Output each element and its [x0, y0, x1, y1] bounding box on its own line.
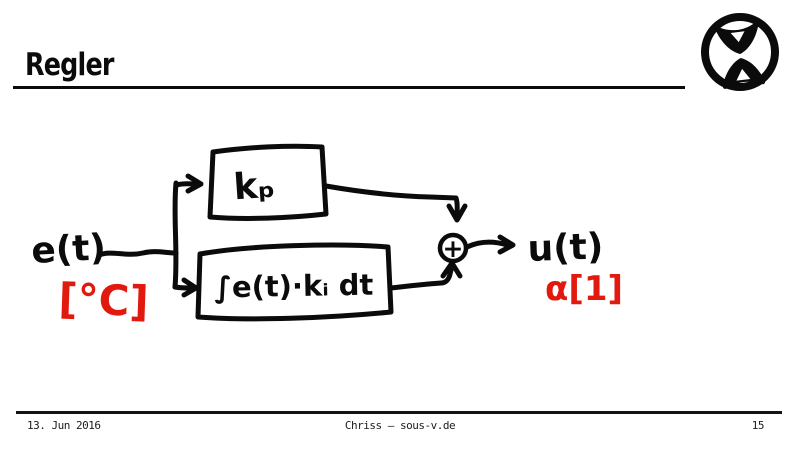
summing-junction-plus: +: [443, 234, 464, 263]
input-signal-label: e(t): [30, 227, 107, 272]
footer-divider: [16, 411, 782, 414]
integral-block-label: ∫e(t)·kᵢ dt: [214, 268, 374, 305]
hourglass-logo-icon: [701, 13, 779, 91]
input-unit-label: [°C]: [58, 274, 150, 326]
footer-page-number: 15: [751, 419, 765, 432]
title-underline: [13, 86, 685, 89]
hourglass-glyph: [715, 23, 766, 89]
footer-date: 13. Jun 2016: [27, 419, 101, 432]
output-signal-label: u(t): [527, 226, 604, 270]
footer-credit: Chriss — sous-v.de: [344, 419, 456, 432]
output-unit-label: α[1]: [545, 269, 623, 309]
kp-block: kₚ: [207, 143, 329, 221]
signal-flow-wires: [96, 173, 516, 298]
page-title: Regler: [25, 47, 114, 83]
integral-block: ∫e(t)·kᵢ dt: [195, 242, 394, 322]
kp-block-label: kₚ: [232, 165, 276, 209]
summing-junction: +: [437, 232, 469, 264]
